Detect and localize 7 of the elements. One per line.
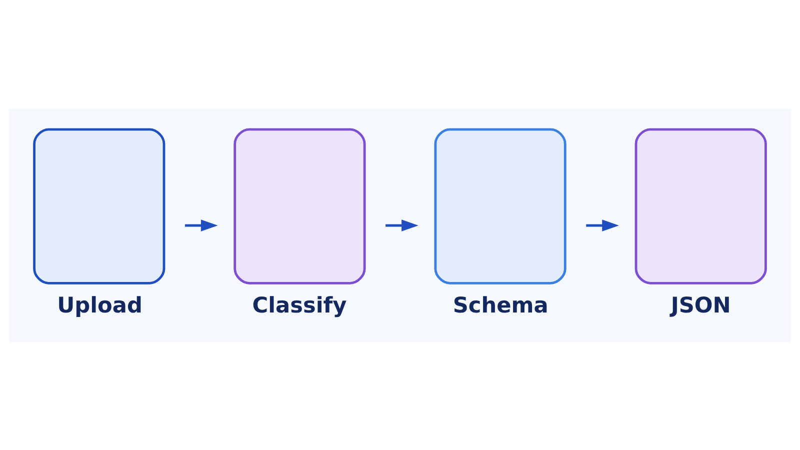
- node-label: Upload: [57, 292, 142, 318]
- arrow: [586, 219, 619, 231]
- arrow: [184, 219, 218, 231]
- node-label: JSON: [670, 292, 731, 318]
- node-label: Classify: [252, 292, 347, 318]
- arrow: [386, 219, 418, 231]
- node-label: Schema: [452, 292, 548, 318]
